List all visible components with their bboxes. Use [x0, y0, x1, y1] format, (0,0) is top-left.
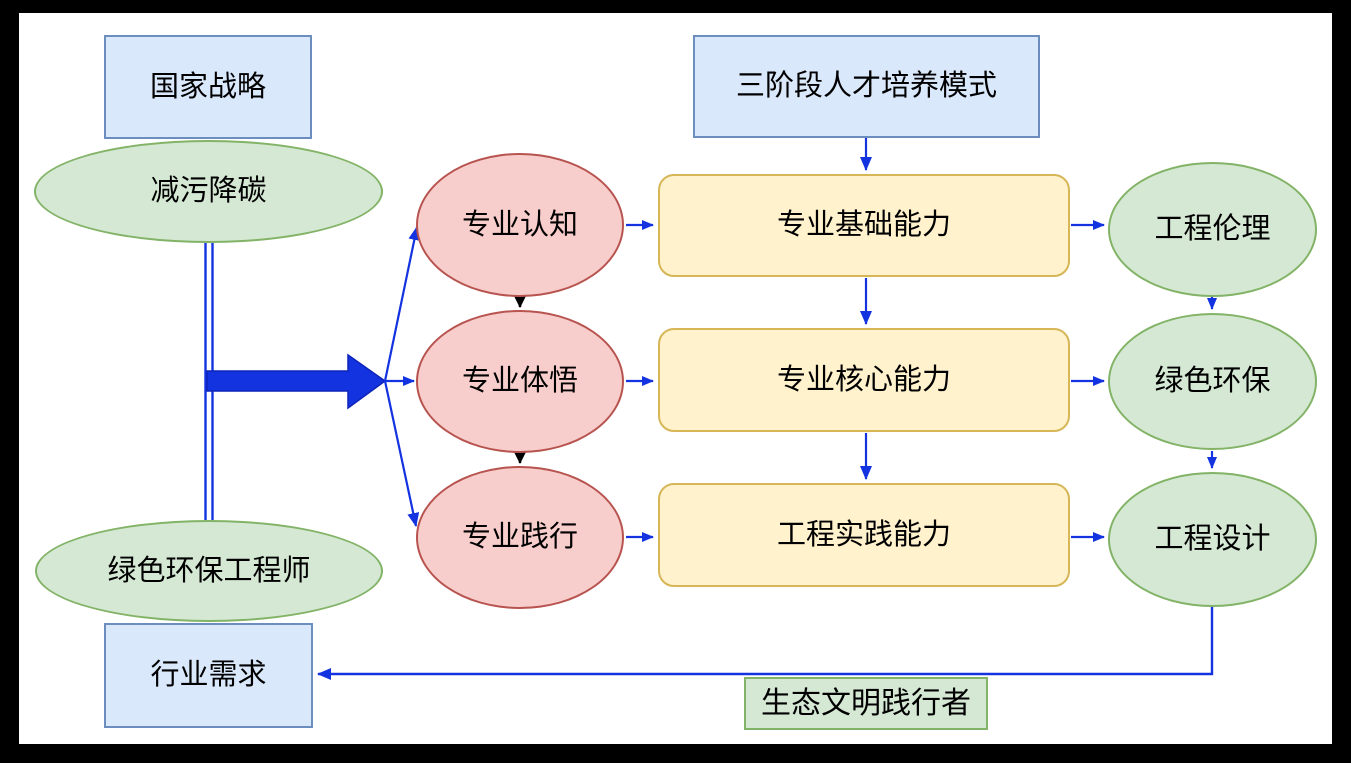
big-block-arrow	[206, 353, 387, 410]
node-professional-cognition: 专业认知	[416, 153, 624, 297]
node-basic-ability: 专业基础能力	[658, 174, 1070, 277]
node-reduce-pollution: 减污降碳	[34, 140, 383, 243]
node-three-stage-model: 三阶段人才培养模式	[693, 35, 1040, 138]
node-national-strategy: 国家战略	[104, 35, 312, 139]
arrows-red-to-yellow	[626, 220, 654, 542]
node-green-engineer: 绿色环保工程师	[35, 520, 383, 622]
node-engineering-design: 工程设计	[1108, 472, 1317, 607]
diagram-canvas: 国家战略 减污降碳 三阶段人才培养模式 专业认知 专业体悟 专业践行 专业基础能…	[19, 13, 1332, 744]
node-core-ability: 专业核心能力	[658, 328, 1070, 432]
node-industry-demand: 行业需求	[104, 623, 313, 728]
node-engineering-practice-ability: 工程实践能力	[658, 483, 1070, 587]
node-eco-civilization-practitioner: 生态文明践行者	[744, 677, 988, 730]
node-professional-practice: 专业践行	[416, 466, 624, 609]
arrow-design-to-industry	[317, 607, 1214, 680]
connector-layer	[204, 138, 1217, 680]
arrows-yellow-to-green	[1071, 220, 1105, 542]
node-green-environmental-protection: 绿色环保	[1108, 313, 1317, 450]
fan-arrows	[383, 226, 421, 527]
arrow-to-practice	[383, 380, 420, 527]
arrow-to-cognition	[383, 226, 421, 382]
node-engineering-ethics: 工程伦理	[1108, 162, 1317, 297]
node-professional-comprehension: 专业体悟	[416, 310, 624, 453]
